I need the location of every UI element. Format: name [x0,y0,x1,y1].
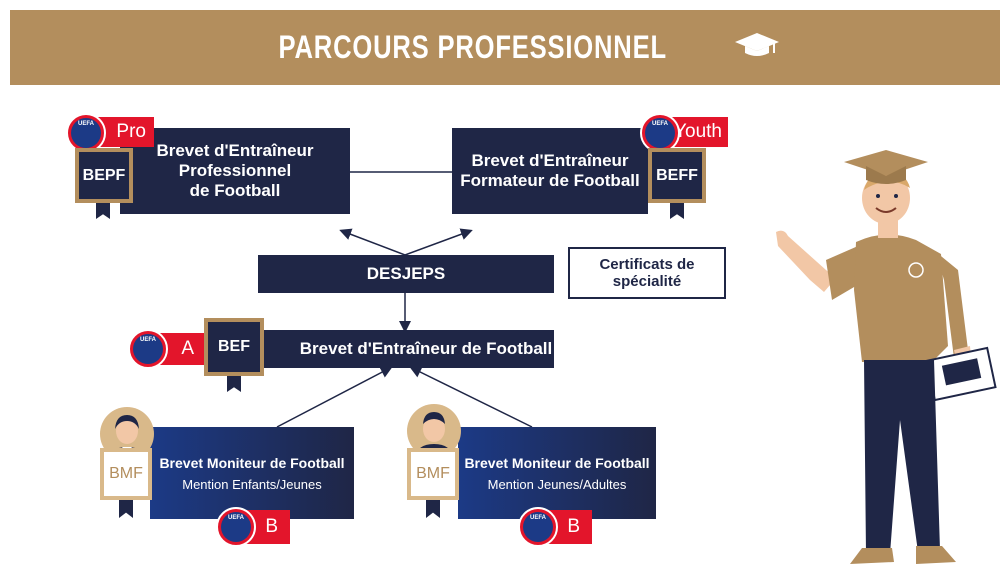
bmf-adultes-card: Brevet Moniteur de Football Mention Jeun… [458,427,656,519]
bepf-level: Pro [116,121,146,142]
beff-level: Youth [674,121,722,142]
ribbon-icon [670,203,684,219]
uefa-logo-text: UEFA [523,512,553,542]
graduation-cap-icon [734,31,780,64]
bmf-adultes-badge-label: BMF [411,452,455,496]
bmf-enfants-badge-label: BMF [104,452,148,496]
coach-mascot-illustration [776,150,997,564]
bmf-adultes-subtitle: Mention Jeunes/Adultes [487,477,627,492]
uefa-logo-icon: UEFA [216,507,256,547]
bef-badge-label: BEF [208,322,260,372]
page-header: PARCOURS PROFESSIONNEL [10,10,1000,85]
ribbon-icon [119,500,133,518]
uefa-logo-text: UEFA [71,118,101,148]
uefa-logo-icon: UEFA [128,329,168,369]
uefa-logo-icon: UEFA [518,507,558,547]
bmf-adultes-level: B [567,516,580,537]
uefa-logo-icon: UEFA [66,113,106,153]
bmf-enfants-level: B [265,516,278,537]
ribbon-icon [426,500,440,518]
bmf-enfants-card: Brevet Moniteur de Football Mention Enfa… [150,427,354,519]
bepf-badge-label: BEPF [79,152,129,199]
beff-title: Brevet d'Entraîneur Formateur de Footbal… [452,128,648,214]
uefa-logo-text: UEFA [221,512,251,542]
bepf-title: Brevet d'Entraîneur Professionnel de Foo… [120,128,350,214]
bmf-adultes-title: Brevet Moniteur de Football [464,455,650,471]
bmf-adultes-badge: BMF [407,448,459,500]
bef-badge: BEF [204,318,264,376]
ribbon-icon [96,203,110,219]
beff-badge-label: BEFF [652,152,702,199]
desjeps-title: DESJEPS [258,255,554,293]
uefa-logo-text: UEFA [645,118,675,148]
bef-title: Brevet d'Entraîneur de Football [258,330,554,368]
ribbon-icon [227,376,241,392]
bef-level: A [181,338,194,359]
uefa-logo-icon: UEFA [640,113,680,153]
bmf-enfants-subtitle: Mention Enfants/Jeunes [182,477,322,492]
uefa-logo-text: UEFA [133,334,163,364]
certificats-title: Certificats de spécialité [568,247,726,299]
bmf-enfants-badge: BMF [100,448,152,500]
bepf-badge: BEPF [75,148,133,203]
beff-badge: BEFF [648,148,706,203]
page-title: PARCOURS PROFESSIONNEL [278,29,668,65]
bmf-enfants-title: Brevet Moniteur de Football [159,455,345,471]
